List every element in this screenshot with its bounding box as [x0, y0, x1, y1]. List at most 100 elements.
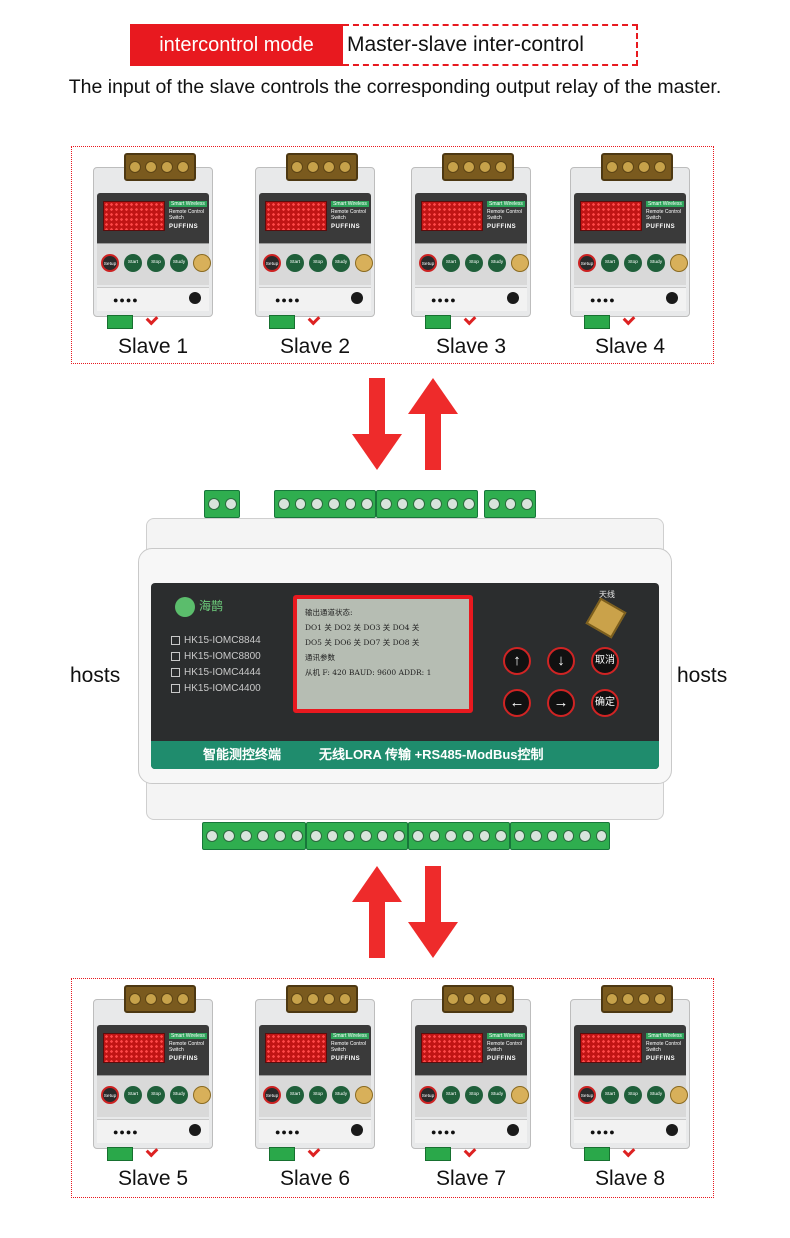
- slave-device: Smart Wireless Remote Control Switch PUF…: [255, 985, 375, 1195]
- setup-button[interactable]: Setup: [263, 1086, 281, 1104]
- stop-button[interactable]: Stop: [624, 254, 642, 272]
- device-buttons: Setup Start Stop Study: [574, 243, 688, 285]
- antenna-knob-icon: [670, 254, 688, 272]
- device-brand: Smart Wireless Remote Control Switch PUF…: [331, 1033, 369, 1065]
- start-button[interactable]: Start: [124, 254, 142, 272]
- setup-button[interactable]: Setup: [263, 254, 281, 272]
- device-tag: Smart Wireless: [646, 1033, 684, 1039]
- left-button[interactable]: ←: [503, 689, 531, 717]
- lcd-screen: 输出通道状态: DO1 关 DO2 关 DO3 关 DO4 关 DO5 关 DO…: [293, 595, 473, 713]
- device-brand-name: PUFFINS: [487, 1056, 517, 1062]
- device-brand: Smart Wireless Remote Control Switch PUF…: [646, 1033, 684, 1065]
- led-display: [103, 1033, 165, 1063]
- stop-button[interactable]: Stop: [465, 1086, 483, 1104]
- stop-button[interactable]: Stop: [309, 1086, 327, 1104]
- terminal-block: [204, 490, 240, 518]
- study-button[interactable]: Study: [488, 1086, 506, 1104]
- device-brand: Smart Wireless Remote Control Switch PUF…: [487, 1033, 525, 1065]
- setup-button[interactable]: Setup: [578, 1086, 596, 1104]
- device-line1: Remote Control: [331, 1041, 367, 1047]
- device-line1: Remote Control: [487, 209, 523, 215]
- device-lower: ●●●●: [259, 287, 371, 311]
- lcd-line: 从机 F: 420 BAUD: 9600 ADDR: 1: [305, 668, 432, 677]
- stop-button[interactable]: Stop: [309, 254, 327, 272]
- start-button[interactable]: Start: [442, 254, 460, 272]
- device-face: Smart Wireless Remote Control Switch PUF…: [97, 193, 211, 285]
- device-line2: Switch: [646, 1047, 661, 1053]
- device-face: Smart Wireless Remote Control Switch PUF…: [574, 1025, 688, 1117]
- study-button[interactable]: Study: [332, 254, 350, 272]
- device-line1: Remote Control: [169, 1041, 205, 1047]
- start-button[interactable]: Start: [124, 1086, 142, 1104]
- antenna-knob-icon: [511, 1086, 529, 1104]
- confirm-button[interactable]: 确定: [591, 689, 619, 717]
- mode-value: Master-slave inter-control: [343, 24, 638, 66]
- setup-button[interactable]: Setup: [419, 1086, 437, 1104]
- device-buttons: Setup Start Stop Study: [415, 1075, 529, 1117]
- setup-button[interactable]: Setup: [101, 1086, 119, 1104]
- slave-device: Smart Wireless Remote Control Switch PUF…: [411, 153, 531, 363]
- screw-terminal: [442, 153, 514, 181]
- device-brand: Smart Wireless Remote Control Switch PUF…: [169, 201, 207, 233]
- screw-terminal: [286, 985, 358, 1013]
- study-button[interactable]: Study: [647, 1086, 665, 1104]
- slave-device: Smart Wireless Remote Control Switch PUF…: [570, 153, 690, 363]
- cancel-button[interactable]: 取消: [591, 647, 619, 675]
- device-brand: Smart Wireless Remote Control Switch PUF…: [169, 1033, 207, 1065]
- slave-device: Smart Wireless Remote Control Switch PUF…: [411, 985, 531, 1195]
- device-lower: ●●●●: [415, 287, 527, 311]
- device-brand: Smart Wireless Remote Control Switch PUF…: [487, 201, 525, 233]
- setup-button[interactable]: Setup: [578, 254, 596, 272]
- start-button[interactable]: Start: [601, 1086, 619, 1104]
- start-button[interactable]: Start: [286, 254, 304, 272]
- model-item: HK15-IOMC4400: [171, 681, 261, 697]
- antenna-knob-icon: [670, 1086, 688, 1104]
- mode-label: intercontrol mode: [130, 24, 343, 66]
- indicator-dots: ●●●●: [590, 1127, 616, 1137]
- stop-button[interactable]: Stop: [147, 1086, 165, 1104]
- input-terminal: [425, 315, 451, 329]
- up-button[interactable]: ↑: [503, 647, 531, 675]
- down-button[interactable]: ↓: [547, 647, 575, 675]
- slave-device: Smart Wireless Remote Control Switch PUF…: [255, 153, 375, 363]
- right-button[interactable]: →: [547, 689, 575, 717]
- study-button[interactable]: Study: [647, 254, 665, 272]
- slave-label: Slave 3: [435, 335, 507, 358]
- start-button[interactable]: Start: [442, 1086, 460, 1104]
- device-face: Smart Wireless Remote Control Switch PUF…: [415, 1025, 529, 1117]
- slave-device-image: Smart Wireless Remote Control Switch PUF…: [93, 153, 213, 329]
- device-brand-name: PUFFINS: [169, 224, 199, 230]
- mount-hole: [507, 1124, 519, 1136]
- device-line1: Remote Control: [487, 1041, 523, 1047]
- device-lower: ●●●●: [574, 1119, 686, 1143]
- footer-right-text: 无线LORA 传输 +RS485-ModBus控制: [319, 747, 544, 762]
- lcd-line: 通讯参数: [305, 653, 335, 662]
- input-terminal: [584, 1147, 610, 1161]
- study-button[interactable]: Study: [170, 1086, 188, 1104]
- input-terminal: [107, 315, 133, 329]
- stop-button[interactable]: Stop: [465, 254, 483, 272]
- device-face: Smart Wireless Remote Control Switch PUF…: [259, 193, 373, 285]
- stop-button[interactable]: Stop: [624, 1086, 642, 1104]
- stop-button[interactable]: Stop: [147, 254, 165, 272]
- start-button[interactable]: Start: [286, 1086, 304, 1104]
- start-button[interactable]: Start: [601, 254, 619, 272]
- slave-group-top: Smart Wireless Remote Control Switch PUF…: [71, 146, 714, 364]
- study-button[interactable]: Study: [170, 254, 188, 272]
- mode-description: The input of the slave controls the corr…: [68, 76, 722, 98]
- device-face: Smart Wireless Remote Control Switch PUF…: [415, 193, 529, 285]
- device-tag: Smart Wireless: [169, 1033, 207, 1039]
- setup-button[interactable]: Setup: [419, 254, 437, 272]
- mode-banner: intercontrol mode Master-slave inter-con…: [130, 24, 638, 66]
- antenna-knob-icon: [355, 1086, 373, 1104]
- hosts-label-left: hosts: [70, 664, 121, 687]
- device-tag: Smart Wireless: [487, 201, 525, 207]
- study-button[interactable]: Study: [488, 254, 506, 272]
- arrow-down-icon: [352, 378, 402, 470]
- study-button[interactable]: Study: [332, 1086, 350, 1104]
- master-panel: 海鹊 HK15-IOMC8844 HK15-IOMC8800 HK15-IOMC…: [151, 583, 659, 769]
- setup-button[interactable]: Setup: [101, 254, 119, 272]
- terminal-block: [376, 490, 478, 518]
- antenna-label: 天线: [599, 590, 615, 599]
- device-brand: Smart Wireless Remote Control Switch PUF…: [646, 201, 684, 233]
